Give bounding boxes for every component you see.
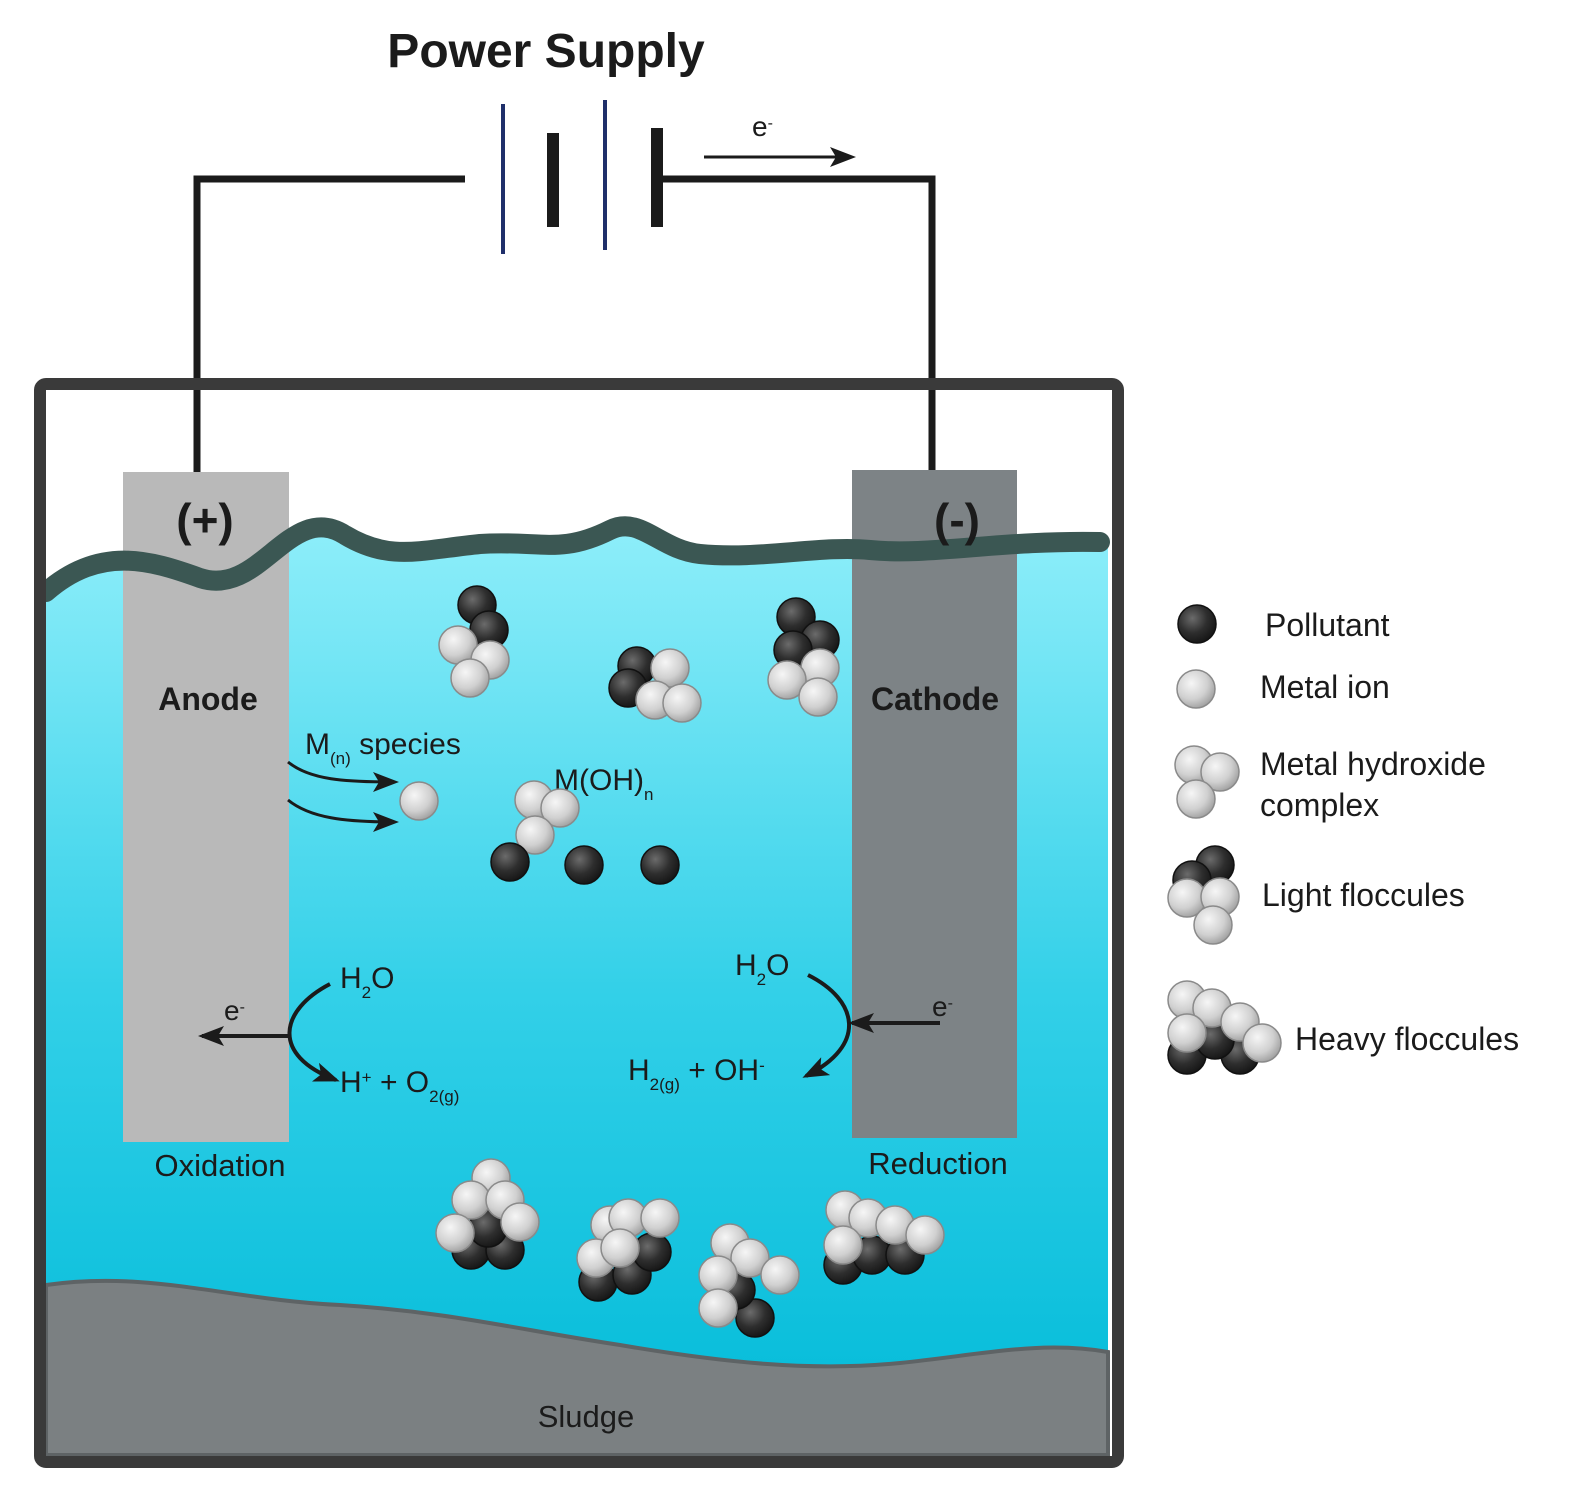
anode-reaction: H2O e- H+ + O2(g) bbox=[198, 962, 459, 1106]
metal-ion bbox=[399, 781, 439, 821]
metal-ion-particle bbox=[600, 1228, 640, 1268]
anode-reactant: H2O bbox=[340, 962, 394, 1002]
cathode-products: H2(g) + OH- bbox=[628, 1054, 765, 1094]
light-floccule bbox=[767, 597, 840, 717]
cathode-wire bbox=[657, 175, 936, 475]
diagram-title: Power Supply bbox=[387, 25, 705, 78]
tank-outline bbox=[34, 378, 1124, 1468]
heavy-floccule bbox=[698, 1223, 800, 1338]
metal-ion-particle bbox=[798, 677, 838, 717]
legend-heavy-floccules-label: Heavy floccules bbox=[1295, 1021, 1519, 1057]
metal-ion-particle bbox=[823, 1225, 863, 1265]
metal-ion-particle bbox=[1176, 669, 1216, 709]
legend-metal-hydroxide-label-2: complex bbox=[1260, 787, 1379, 823]
legend-metal-hydroxide-label: Metal hydroxide bbox=[1260, 746, 1486, 782]
anode-wire bbox=[193, 175, 465, 475]
pollutant bbox=[564, 845, 604, 885]
metal-ion-particle bbox=[640, 1198, 680, 1238]
metal-ion-particle bbox=[760, 1255, 800, 1295]
pollutant-particle bbox=[490, 842, 530, 882]
metal-ion-particle bbox=[662, 683, 702, 723]
metal-ion-particle bbox=[399, 781, 439, 821]
cathode-electron: e- bbox=[932, 991, 953, 1022]
metal-ion-particle bbox=[730, 1238, 770, 1278]
light-floccule bbox=[608, 646, 702, 723]
particles bbox=[399, 585, 945, 1338]
metal-ion-particle bbox=[767, 660, 807, 700]
metal-species-label: M(n) species bbox=[305, 728, 461, 768]
metal-ion-particle bbox=[435, 1213, 475, 1253]
sludge-label: Sludge bbox=[538, 1399, 635, 1434]
species-arrow-1 bbox=[287, 760, 399, 792]
metal-ion-particle bbox=[451, 1180, 491, 1220]
metal-ion-particle bbox=[1176, 779, 1216, 819]
light-floccule-icon bbox=[1167, 845, 1240, 945]
electron-flow-arrow: e- bbox=[704, 111, 856, 167]
pollutant-icon bbox=[1177, 604, 1217, 644]
metal-ion-particle bbox=[450, 658, 490, 698]
legend: Pollutant Metal ion Metal hydroxide comp… bbox=[1167, 604, 1519, 1075]
anode-reaction-arrow bbox=[287, 982, 340, 1082]
legend-pollutant-label: Pollutant bbox=[1265, 607, 1390, 643]
cathode-reaction: H2O e- H2(g) + OH- bbox=[628, 949, 953, 1094]
metal-ion-particle bbox=[905, 1215, 945, 1255]
battery-electron-label: e- bbox=[752, 111, 773, 142]
cathode-sign: (-) bbox=[934, 494, 980, 546]
pollutant-particle bbox=[1177, 604, 1217, 644]
heavy-floccule bbox=[823, 1190, 945, 1285]
anode-electron: e- bbox=[224, 995, 245, 1026]
metal-ion-icon bbox=[1176, 669, 1216, 709]
heavy-floccule bbox=[576, 1198, 680, 1302]
pollutant bbox=[490, 842, 530, 882]
metal-ion-particle bbox=[650, 648, 690, 688]
cathode-label: Cathode bbox=[871, 681, 999, 717]
cathode-electrode bbox=[852, 470, 1017, 1138]
metal-ion-particle bbox=[698, 1288, 738, 1328]
metal-ion-particle bbox=[500, 1202, 540, 1242]
pollutant-particle bbox=[640, 845, 680, 885]
heavy-floccule-icon bbox=[1167, 980, 1282, 1075]
anode-products: H+ + O2(g) bbox=[340, 1066, 459, 1106]
anode-sign: (+) bbox=[176, 494, 234, 546]
cathode-reactant: H2O bbox=[735, 949, 789, 989]
pollutant bbox=[640, 845, 680, 885]
battery-icon bbox=[501, 100, 663, 254]
metal-ion-particle bbox=[540, 788, 580, 828]
metal-ion-particle bbox=[1200, 752, 1240, 792]
legend-light-floccules-label: Light floccules bbox=[1262, 877, 1465, 913]
metal-ion-particle bbox=[515, 815, 555, 855]
metal-hydroxide-complex bbox=[514, 780, 580, 855]
heavy-floccule bbox=[435, 1158, 540, 1270]
pollutant-particle bbox=[735, 1298, 775, 1338]
reduction-label: Reduction bbox=[868, 1146, 1008, 1181]
water-surface bbox=[36, 516, 1110, 602]
pollutant-particle bbox=[564, 845, 604, 885]
oxidation-label: Oxidation bbox=[155, 1148, 286, 1183]
anode-label: Anode bbox=[158, 681, 258, 717]
legend-metal-ion-label: Metal ion bbox=[1260, 669, 1390, 705]
metal-ion-particle bbox=[1193, 905, 1233, 945]
light-floccule bbox=[438, 585, 510, 698]
metal-hydroxide-icon bbox=[1174, 745, 1240, 819]
metal-ion-particle bbox=[1242, 1023, 1282, 1063]
species-arrow-2 bbox=[287, 798, 399, 832]
sludge-layer bbox=[44, 1278, 1110, 1457]
metal-ion-particle bbox=[1167, 1013, 1207, 1053]
